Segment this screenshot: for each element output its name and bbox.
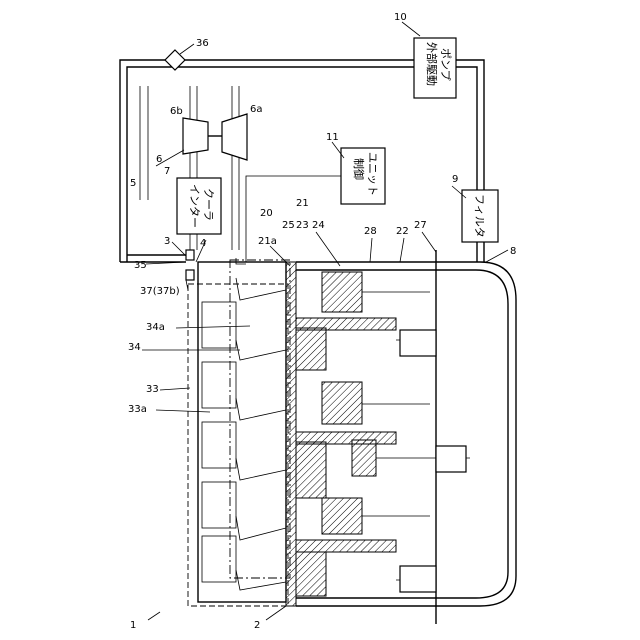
ports (186, 250, 194, 280)
ref-24: 24 (312, 220, 325, 231)
ref-34: 34 (128, 342, 141, 353)
ref-4: 4 (200, 238, 206, 249)
ref-34a: 34a (146, 322, 165, 333)
ref-6b: 6b (170, 106, 183, 117)
intake-envelope (188, 260, 290, 606)
ref-21a: 21a (258, 236, 277, 247)
ref-7: 7 (164, 166, 170, 177)
pistons (296, 272, 396, 596)
ref-10: 10 (394, 12, 407, 23)
intake-runners (198, 262, 286, 602)
control-unit-label-1: 制御 (352, 158, 366, 180)
ref-33: 33 (146, 384, 159, 395)
ref-27: 27 (414, 220, 427, 231)
ref-22: 22 (396, 226, 409, 237)
ref-28: 28 (364, 226, 377, 237)
ref-6a: 6a (250, 104, 263, 115)
ref-25: 25 (282, 220, 295, 231)
ref-3: 3 (164, 236, 170, 247)
ref-9: 9 (452, 174, 458, 185)
ref-35: 35 (134, 260, 147, 271)
intercooler-label-1: インター (188, 184, 201, 228)
ref-37: 37(37b) (140, 286, 180, 297)
ref-21: 21 (296, 198, 309, 209)
ref-33a: 33a (128, 404, 147, 415)
ref-1: 1 (130, 620, 136, 631)
pump-label-1: 外部駆動 (425, 42, 439, 86)
ref-36: 36 (196, 38, 209, 49)
ref-2: 2 (254, 620, 260, 631)
ref-11: 11 (326, 132, 339, 143)
control-unit-label-2: ユニット (366, 152, 379, 196)
filter-label: フィルタ (473, 194, 486, 238)
turbocharger (183, 114, 247, 160)
intercooler-label-2: クーラ (202, 188, 215, 221)
ref-20: 20 (260, 208, 273, 219)
ref-8: 8 (510, 246, 516, 257)
ref-23: 23 (296, 220, 309, 231)
pump-label-2: ポンプ (439, 48, 452, 81)
ref-5: 5 (130, 178, 136, 189)
